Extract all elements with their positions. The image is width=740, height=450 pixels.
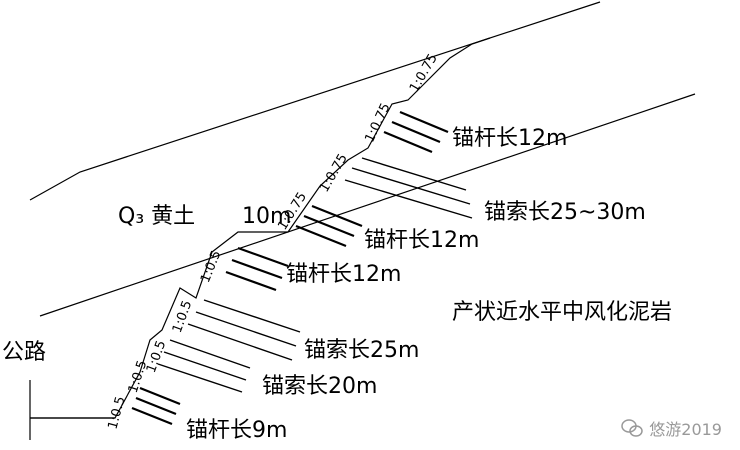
rock-interface-line (39, 93, 696, 317)
label-cable-25: 锚索长25m (304, 338, 420, 363)
upper-boundary-line (29, 1, 601, 201)
label-cable-20: 锚索长20m (262, 374, 378, 399)
watermark: 悠游2019 (621, 416, 722, 440)
slope-profile (30, 37, 491, 419)
anchor-lines (131, 110, 473, 426)
watermark-text: 悠游2019 (649, 420, 722, 439)
label-road: 公路 (2, 340, 47, 365)
label-q3-loess: Q₃ 黄土 (118, 204, 196, 229)
label-anchor-mid2: 锚杆长12m (286, 262, 402, 287)
chat-bubble-icon (621, 419, 644, 437)
label-rock: 产状近水平中风化泥岩 (452, 300, 673, 325)
label-cable-top: 锚索长25~30m (484, 200, 646, 225)
label-width-10m: 10m (242, 204, 292, 229)
label-anchor-top: 锚杆长12m (452, 126, 568, 151)
label-anchor-mid1: 锚杆长12m (364, 228, 480, 253)
label-anchor-9: 锚杆长9m (186, 418, 288, 443)
